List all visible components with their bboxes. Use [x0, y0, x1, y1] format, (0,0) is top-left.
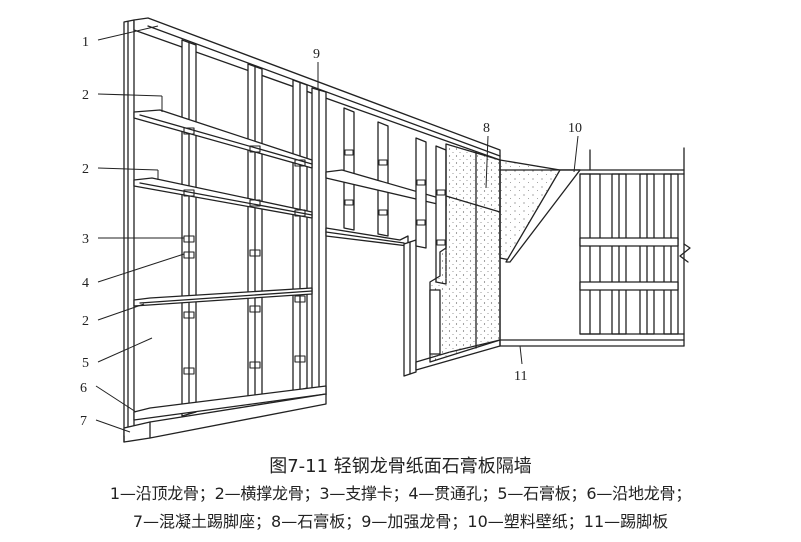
callout-label-8: 8 — [483, 121, 490, 136]
callout-label-11: 11 — [514, 369, 527, 384]
callout-labels: 1 2 2 3 4 2 5 6 7 9 8 10 11 — [80, 35, 582, 429]
gypsum-board-panel — [429, 143, 501, 363]
left-wall-frame — [123, 17, 501, 443]
callout-label-5: 5 — [82, 356, 89, 371]
figure-title: 图7-11 轻钢龙骨纸面石膏板隔墙 — [269, 456, 532, 477]
right-stud-frame — [579, 173, 691, 335]
callout-label-7: 7 — [80, 414, 87, 429]
callout-label-1: 1 — [82, 35, 89, 50]
right-wall-section — [499, 147, 691, 347]
leader-lines — [95, 25, 579, 433]
reinforcing-stud — [311, 87, 327, 399]
concrete-base — [123, 393, 327, 443]
callout-label-2-lower: 2 — [82, 314, 89, 329]
callout-label-3: 3 — [82, 232, 89, 247]
callout-label-4: 4 — [82, 276, 89, 291]
floor-runner — [133, 385, 327, 421]
horizontal-braces — [133, 109, 313, 307]
legend-line-2: 7—混凝土踢脚座；8—石膏板；9—加强龙骨；10—塑料壁纸；11—踢脚板 — [132, 512, 669, 531]
partition-wall-diagram: 1 2 2 3 4 2 5 6 7 9 8 10 11 — [80, 17, 691, 443]
callout-label-2-upper: 2 — [82, 88, 89, 103]
support-clips — [183, 127, 306, 375]
callout-label-6: 6 — [80, 381, 87, 396]
callout-label-9: 9 — [313, 47, 320, 62]
legend-line-1: 1—沿顶龙骨；2—横撑龙骨；3—支撑卡；4—贯通孔；5—石膏板；6—沿地龙骨； — [109, 484, 692, 503]
callout-label-2-middle: 2 — [82, 162, 89, 177]
left-end-board — [123, 19, 135, 437]
vertical-studs — [181, 39, 308, 417]
callout-label-10: 10 — [568, 121, 582, 136]
